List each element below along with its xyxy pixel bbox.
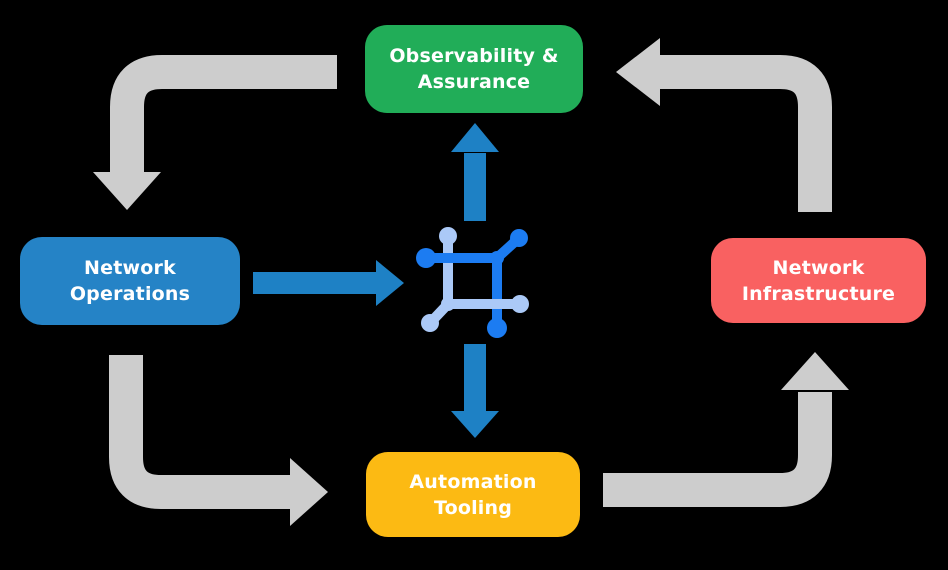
arrow-center-to-automation <box>451 344 499 438</box>
node-label-line: Tooling <box>433 496 513 519</box>
node-automation-tooling: Automation Tooling <box>366 452 580 537</box>
node-network-infrastructure: Network Infrastructure <box>711 238 926 323</box>
node-label-line: Network <box>772 256 865 279</box>
arrow-observability-to-operations <box>93 55 337 210</box>
arrow-center-to-observability <box>451 123 499 221</box>
arrow-operations-to-automation <box>109 355 328 526</box>
node-network-operations: Network Operations <box>20 237 240 325</box>
node-label-line: Infrastructure <box>741 282 896 305</box>
node-label-line: Observability & <box>389 45 559 67</box>
node-label-line: Operations <box>69 283 191 305</box>
arrow-automation-to-infrastructure <box>603 352 849 507</box>
node-observability-assurance: Observability & Assurance <box>365 25 583 113</box>
node-label-line: Automation <box>409 470 537 493</box>
network-mesh-icon <box>416 227 529 338</box>
arrow-infrastructure-to-observability <box>616 38 832 212</box>
arrow-operations-to-center <box>253 260 404 306</box>
node-label-line: Assurance <box>417 71 531 93</box>
node-label-line: Network <box>84 257 176 279</box>
